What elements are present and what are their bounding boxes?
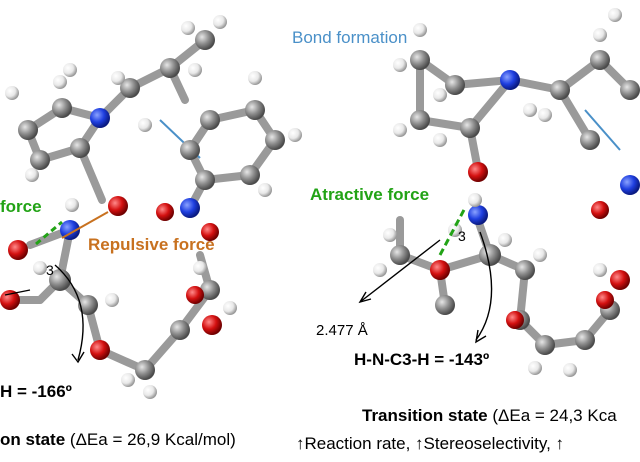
left-repulsive-label: Repulsive force — [88, 235, 215, 254]
left-repulsive-line — [61, 211, 109, 239]
right-attractive-label: Atractive force — [310, 185, 430, 204]
left-attractive-line — [35, 220, 63, 246]
left-molecule-atoms — [0, 15, 302, 399]
right-distance-arrow — [359, 239, 441, 303]
left-caption: on state (ΔEa = 26,9 Kcal/mol) — [0, 430, 236, 449]
right-distance: 2.477 Å — [316, 322, 368, 339]
left-molecule-bonds — [6, 36, 279, 374]
left-angle-number: 3 — [46, 262, 54, 278]
right-molecule — [358, 8, 640, 377]
right-dihedral: H-N-C3-H = -143º — [354, 350, 490, 369]
bond-formation-label: Bond formation — [292, 28, 408, 47]
left-dihedral: H = -166º — [0, 382, 72, 401]
right-effects: ↑Reaction rate, ↑Stereoselectivity, ↑ — [296, 434, 565, 453]
left-force-label: force — [0, 197, 42, 216]
right-dihedral-arrow — [475, 231, 493, 341]
right-angle-number: 3 — [458, 228, 466, 244]
left-molecule — [0, 15, 302, 399]
left-dihedral-arrow — [54, 264, 84, 361]
right-forming-bond — [584, 109, 621, 151]
right-caption: Transition state (ΔEa = 24,3 Kca — [362, 406, 617, 425]
right-attractive-line — [438, 207, 467, 256]
